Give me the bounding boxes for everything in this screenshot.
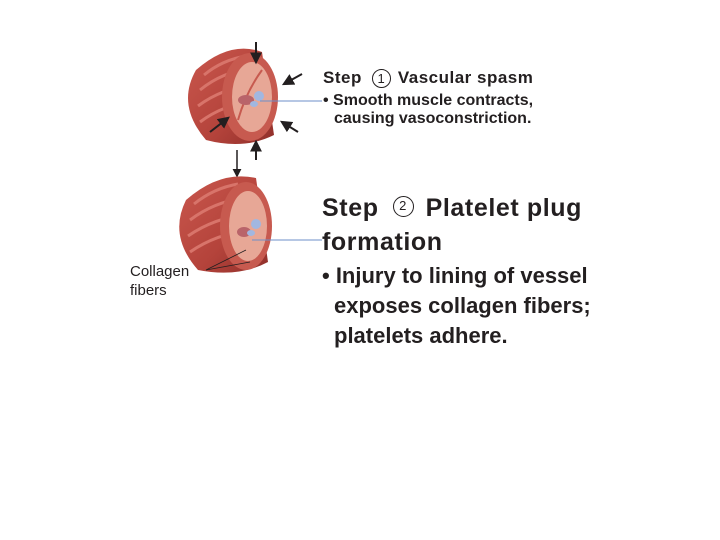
step2-number-badge: 2 <box>392 195 414 217</box>
step2-block: Step 2 Platelet plug formation • Injury to… <box>322 191 591 351</box>
step2-bullet-cont2: platelets adhere. <box>334 323 508 348</box>
spasm-arrow-icon <box>209 116 230 133</box>
step1-title: Vascular spasm <box>397 68 534 87</box>
step1-bullet: • Smooth muscle contracts, <box>323 92 534 109</box>
collagen-label-line2: fibers <box>130 282 167 299</box>
step1-number-badge: 1 <box>371 68 391 88</box>
collagen-label-line1: Collagen <box>130 263 190 280</box>
step1-label: Step <box>323 68 362 87</box>
spasm-arrow-icon <box>281 73 303 86</box>
injured-vessel <box>179 176 272 273</box>
step1-bullet-cont: causing vasoconstriction. <box>334 110 532 127</box>
step2-bullet-cont1: exposes collagen fibers; <box>334 293 591 318</box>
collagen-fibers-label: Collagen fibers <box>130 262 189 300</box>
step2-title-cont: formation <box>322 228 443 256</box>
spasm-arrow-icon <box>279 120 299 133</box>
step2-label: Step <box>322 194 379 222</box>
constricted-vessel <box>188 48 278 144</box>
step2-title: Platelet plug <box>425 194 583 222</box>
step1-block: Step 1 Vascular spasm • Smooth muscle co… <box>323 68 533 128</box>
step2-bullet: • Injury to lining of vessel <box>322 263 588 288</box>
